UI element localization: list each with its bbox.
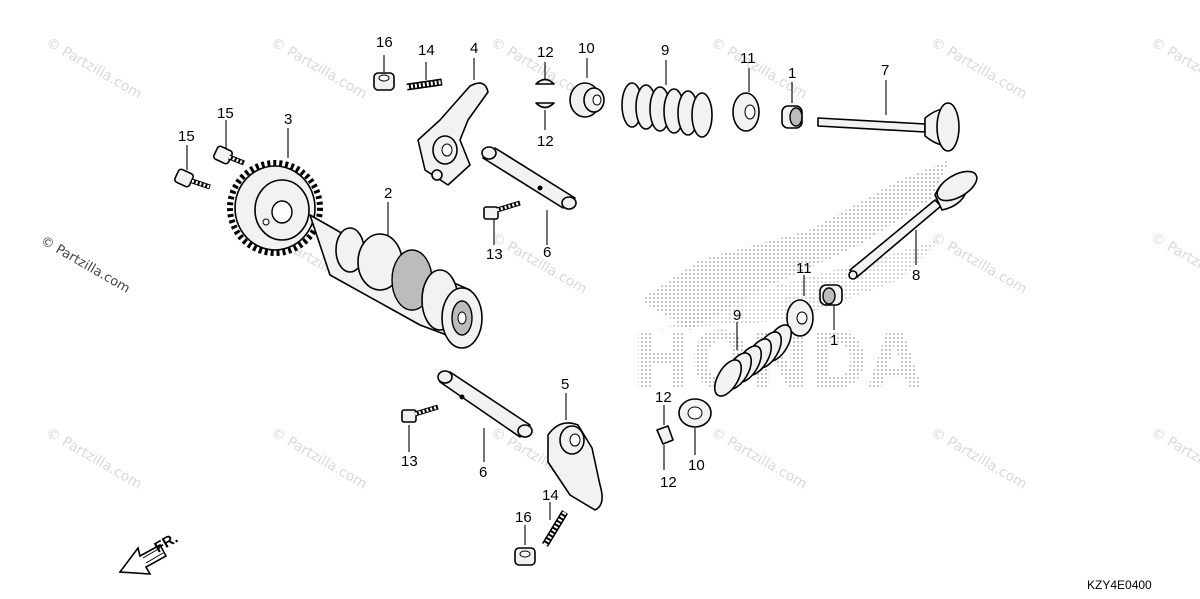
intake-valve xyxy=(817,102,960,152)
callout-label: 15 xyxy=(178,128,195,145)
watermark: © Partzilla.com xyxy=(43,35,145,103)
side-watermark: © Partzilla.com xyxy=(38,233,132,296)
adjusting-screw-lower xyxy=(542,510,568,547)
callout-label: 4 xyxy=(470,40,478,57)
callout-label: 11 xyxy=(740,50,756,67)
callout-label: 1 xyxy=(830,332,838,349)
callout-label: 14 xyxy=(542,487,559,504)
watermark: © Partzilla.com xyxy=(928,425,1030,493)
callout-label: 12 xyxy=(655,389,672,406)
drawing-code: KZY4E0400 xyxy=(1087,578,1152,592)
callout-label: 10 xyxy=(688,457,705,474)
sprocket-bolt-lower xyxy=(173,168,211,190)
valve-spring-lower xyxy=(713,324,793,397)
watermark: © Partzilla.com xyxy=(488,230,590,298)
callout-label: 14 xyxy=(418,42,435,59)
lock-nut-lower xyxy=(514,547,536,566)
callout-label: 15 xyxy=(217,105,234,122)
watermark: © Partzilla.com xyxy=(268,425,370,493)
shaft-bolt-lower xyxy=(401,404,439,423)
callout-label: 8 xyxy=(912,267,920,284)
callout-label: 12 xyxy=(537,133,554,150)
spring-retainer-lower xyxy=(786,299,814,337)
watermark: © Partzilla.com xyxy=(928,230,1030,298)
callout-label: 6 xyxy=(543,244,551,261)
watermark: © Partzilla.com xyxy=(928,35,1030,103)
callout-label: 16 xyxy=(515,509,532,526)
callout-label: 1 xyxy=(788,65,796,82)
callout-label: 11 xyxy=(796,260,812,277)
callout-label: 9 xyxy=(733,307,741,324)
adjusting-screw-upper xyxy=(406,78,443,91)
callout-label: 13 xyxy=(401,453,418,470)
rocker-arm-upper xyxy=(417,82,489,186)
exhaust-valve xyxy=(848,170,978,280)
rocker-shaft-lower xyxy=(437,370,533,438)
watermark: © Partzilla.com xyxy=(1148,425,1200,493)
callout-label: 12 xyxy=(660,474,677,491)
honda-logo: HONDA xyxy=(632,160,950,407)
callout-label: 6 xyxy=(479,464,487,481)
front-direction-arrow: FR. xyxy=(118,530,181,575)
valve-shim-lower xyxy=(819,284,843,306)
callout-label: 16 xyxy=(376,34,393,51)
callout-label: 9 xyxy=(661,42,669,59)
watermark: © Partzilla.com xyxy=(268,35,370,103)
callout-labels: 16 14 4 12 12 10 9 11 1 7 15 15 3 2 13 6… xyxy=(178,34,920,526)
callout-label: 12 xyxy=(537,44,554,61)
callout-label: 5 xyxy=(561,376,569,393)
valve-spring-upper xyxy=(621,82,713,138)
rocker-arm-lower xyxy=(547,422,603,511)
watermark: © Partzilla.com xyxy=(1148,230,1200,298)
callout-label: 2 xyxy=(384,185,392,202)
valve-stem-seal-lower xyxy=(678,398,712,428)
valve-stem-seal-upper xyxy=(569,82,605,118)
cam-sprocket xyxy=(227,160,323,256)
watermark: © Partzilla.com xyxy=(43,425,145,493)
spring-retainer-upper xyxy=(732,92,760,132)
valve-cotter-upper xyxy=(535,78,555,109)
watermark: © Partzilla.com xyxy=(708,425,810,493)
rocker-shaft-upper xyxy=(481,146,577,210)
watermark: © Partzilla.com xyxy=(1148,35,1200,103)
shaft-bolt-upper xyxy=(483,200,521,220)
sprocket-bolt-upper xyxy=(212,145,245,166)
callout-label: 13 xyxy=(486,246,503,263)
camshaft xyxy=(309,214,483,349)
callout-label: 10 xyxy=(578,40,595,57)
valve-shim-upper xyxy=(781,105,803,129)
callout-label: 7 xyxy=(881,62,889,79)
valve-cotter-lower xyxy=(656,425,674,445)
lock-nut-upper xyxy=(373,72,395,91)
callout-label: 3 xyxy=(284,111,292,128)
